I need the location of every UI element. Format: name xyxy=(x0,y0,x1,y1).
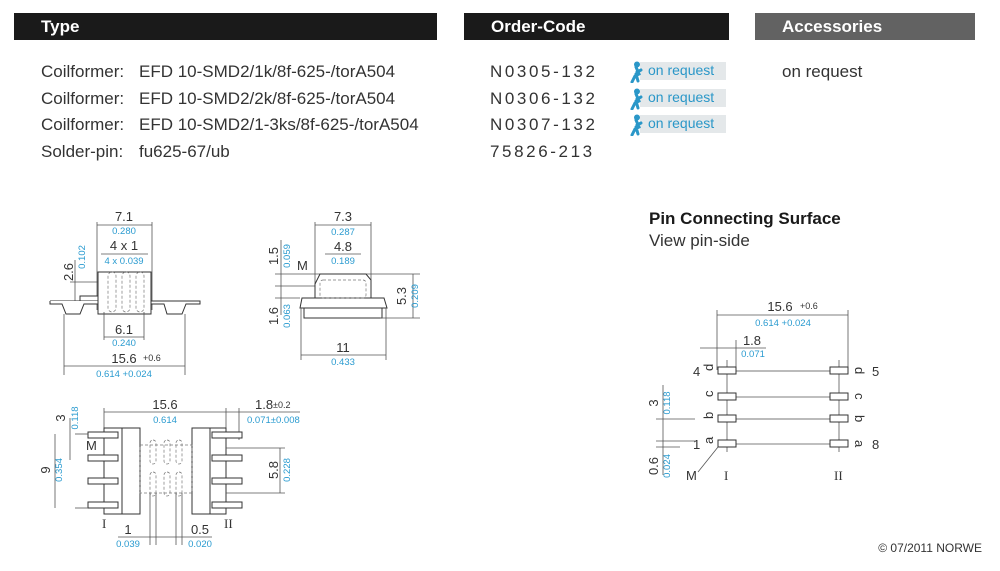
dim-height-0-6: 0.6 xyxy=(646,457,661,475)
dim-height-2-6: 2.6 xyxy=(61,263,76,281)
product-label: Coilformer: xyxy=(41,62,125,81)
product-type: EFD 10-SMD2/1k/8f-625-/torA504 xyxy=(139,62,396,81)
order-code-header: Order-Code xyxy=(464,13,729,40)
dim-width-0-5-in: 0.020 xyxy=(188,539,212,550)
pin-number: 5 xyxy=(872,364,879,379)
dim-height-9: 9 xyxy=(40,466,53,473)
dim-height-9-in: 0.354 xyxy=(54,458,65,482)
dim-pins-4x1: 4 x 1 xyxy=(110,238,138,253)
dim-width-15-6: 15.6 xyxy=(152,397,177,412)
pin-letter: d xyxy=(852,367,867,374)
dim-width-0-5: 0.5 xyxy=(191,522,209,537)
dim-width-15-6: 15.6 xyxy=(767,299,792,314)
product-type: EFD 10-SMD2/1-3ks/8f-625-/torA504 xyxy=(139,115,419,134)
accessories-text: on request xyxy=(782,62,863,81)
dim-height-2-6-in: 0.102 xyxy=(77,245,88,269)
on-request-label: on request xyxy=(648,115,715,131)
order-code: 75826-213 xyxy=(490,142,595,161)
side-label-i: I xyxy=(724,468,728,483)
side-label-i: I xyxy=(102,516,106,531)
dim-width-7-3: 7.3 xyxy=(334,209,352,224)
pin-letter: b xyxy=(852,415,867,422)
dim-width-1-8-tol: ±0.2 xyxy=(273,400,290,410)
dim-width-1-8-in: 0.071±0.008 xyxy=(247,415,300,426)
dim-width-4-8: 4.8 xyxy=(334,239,352,254)
walking-person-icon xyxy=(630,61,643,83)
dim-height-5-8-in: 0.228 xyxy=(282,458,293,482)
dim-width-11-in: 0.433 xyxy=(331,357,355,368)
pin-letter: c xyxy=(701,390,716,397)
dim-height-1-6-in: 0.063 xyxy=(282,304,293,328)
dim-width-15-6-in: 0.614 +0.024 xyxy=(755,318,811,329)
dim-height-0-6-in: 0.024 xyxy=(662,454,673,478)
dim-width-7-3-in: 0.287 xyxy=(331,227,355,238)
dim-height-3: 3 xyxy=(53,414,68,421)
front-view-drawing: 7.1 0.280 4 x 1 4 x 0.039 2.6 0.102 6.1 … xyxy=(49,209,201,380)
on-request-badge[interactable]: on request xyxy=(628,61,726,83)
pin-surface-title: Pin Connecting Surface xyxy=(649,209,841,228)
dim-height-3-in: 0.118 xyxy=(70,406,81,429)
pin-number: 8 xyxy=(872,437,879,452)
on-request-badge[interactable]: on request xyxy=(628,114,726,136)
on-request-badge[interactable]: on request xyxy=(628,88,726,110)
pin-surface-subtitle: View pin-side xyxy=(649,231,750,250)
dim-width-15-6: 15.6 xyxy=(111,351,136,366)
side-label-ii: II xyxy=(224,516,233,531)
pin-letter: b xyxy=(701,412,716,419)
on-request-label: on request xyxy=(648,89,715,105)
dim-width-15-6-in: 0.614 +0.024 xyxy=(96,369,152,380)
pin-letter: c xyxy=(852,393,867,400)
dim-width-6-1: 6.1 xyxy=(115,322,133,337)
dim-width-1: 1 xyxy=(124,522,131,537)
order-code: N0306-132 xyxy=(490,89,598,108)
dim-height-5-8: 5.8 xyxy=(266,461,281,479)
product-type: fu625-67/ub xyxy=(139,142,230,161)
order-code: N0305-132 xyxy=(490,62,598,81)
top-view-drawing: 15.6 0.614 1.8 ±0.2 0.071±0.008 3 0.118 … xyxy=(40,397,300,550)
dim-height-1-5: 1.5 xyxy=(266,247,281,265)
dim-width-4-8-in: 0.189 xyxy=(331,256,355,267)
product-label: Coilformer: xyxy=(41,115,125,134)
dim-width-1-8-in: 0.071 xyxy=(741,349,765,360)
pin-letter: a xyxy=(852,440,867,448)
marker-m: M xyxy=(297,258,308,273)
dim-width-7-1: 7.1 xyxy=(115,209,133,224)
pin-number: 4 xyxy=(693,364,700,379)
dim-width-15-6-tol: +0.6 xyxy=(800,301,818,311)
dim-height-5-3: 5.3 xyxy=(394,287,409,305)
pin-surface-drawing: 15.6 +0.6 0.614 +0.024 1.8 0.071 4 d c b… xyxy=(646,299,879,483)
dim-height-1-6: 1.6 xyxy=(266,307,281,325)
marker-m: M xyxy=(686,468,697,483)
order-code: N0307-132 xyxy=(490,115,598,134)
dim-width-1-in: 0.039 xyxy=(116,539,140,550)
dim-pins-4x1-in: 4 x 0.039 xyxy=(104,256,143,267)
walking-person-icon xyxy=(630,88,643,110)
product-label: Solder-pin: xyxy=(41,142,124,161)
pin-letter: a xyxy=(701,436,716,444)
product-label: Coilformer: xyxy=(41,89,125,108)
dim-height-1-5-in: 0.059 xyxy=(282,244,293,268)
accessories-header: Accessories xyxy=(755,13,975,40)
dim-height-5-3-in: 0.209 xyxy=(410,284,421,308)
dim-width-15-6-tol: +0.6 xyxy=(143,353,161,363)
dim-width-7-1-in: 0.280 xyxy=(112,226,136,237)
dim-width-11: 11 xyxy=(336,340,350,355)
dim-height-3: 3 xyxy=(646,399,661,406)
dim-width-6-1-in: 0.240 xyxy=(112,338,136,349)
on-request-label: on request xyxy=(648,62,715,78)
walking-person-icon xyxy=(630,114,643,136)
pin-letter: d xyxy=(701,364,716,371)
side-label-ii: II xyxy=(834,468,843,483)
type-header: Type xyxy=(14,13,437,40)
pin-number: 1 xyxy=(693,437,700,452)
copyright: © 07/2011 NORWE xyxy=(878,541,982,555)
product-type: EFD 10-SMD2/2k/8f-625-/torA504 xyxy=(139,89,396,108)
dim-width-1-8: 1.8 xyxy=(255,397,273,412)
dim-width-1-8: 1.8 xyxy=(743,333,761,348)
side-view-drawing: 7.3 0.287 4.8 0.189 1.5 0.059 1.6 0.063 … xyxy=(266,209,421,368)
dim-width-15-6-in: 0.614 xyxy=(153,415,177,426)
dim-height-3-in: 0.118 xyxy=(662,391,673,414)
marker-m: M xyxy=(86,438,97,453)
